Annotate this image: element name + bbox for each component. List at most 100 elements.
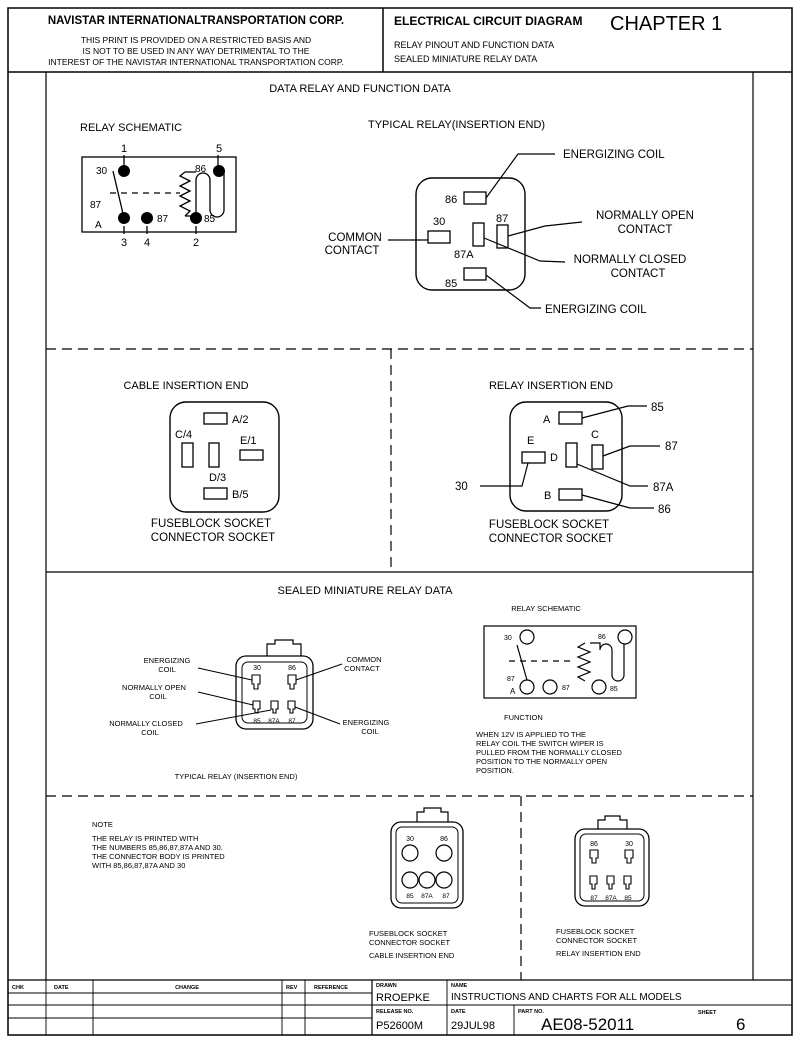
section1-title: DATA RELAY AND FUNCTION DATA xyxy=(269,83,451,95)
sealed-pin-30: 30 xyxy=(253,665,261,672)
callout-no-1: NORMALLY OPEN xyxy=(596,210,694,222)
sealed-schematic-label: RELAY SCHEMATIC xyxy=(511,604,581,613)
sealed-label-common-2: CONTACT xyxy=(344,664,380,673)
sealed-label-coil-2: COIL xyxy=(158,665,176,674)
function-text-3: PULLED FROM THE NORMALLY CLOSED xyxy=(476,748,622,757)
function-text-2: RELAY COIL THE SWITCH WIPER IS xyxy=(476,739,604,748)
tb-rev: REV xyxy=(286,985,298,991)
tb-chk: CHK xyxy=(12,985,24,991)
pin-30-label: 30 xyxy=(96,166,108,177)
pin-5-label: 5 xyxy=(216,143,222,155)
typical-relay-label: TYPICAL RELAY(INSERTION END) xyxy=(368,119,545,131)
tb-part-label: PART NO. xyxy=(518,1009,544,1015)
relay-term-87A: 87A xyxy=(653,482,674,494)
cable-caption-1: FUSEBLOCK SOCKET xyxy=(151,518,271,530)
relay-conn-pin-87A: 87A xyxy=(605,895,617,902)
cable-conn-caption-2: CONNECTOR SOCKET xyxy=(369,938,451,947)
cable-conn-pin-87A: 87A xyxy=(421,893,433,900)
relay-term-85: 85 xyxy=(651,402,664,414)
sealed-pin-87A: 87A xyxy=(268,718,280,725)
sealed-sch-A: A xyxy=(510,687,516,696)
typ-pin-87A: 87A xyxy=(454,249,474,261)
sealed-pin-86: 86 xyxy=(288,665,296,672)
tb-change: CHANGE xyxy=(175,985,199,991)
sealed-pin-87: 87 xyxy=(288,718,296,725)
relay-caption-2: CONNECTOR SOCKET xyxy=(489,533,613,545)
callout-no-2: CONTACT xyxy=(618,224,673,236)
relay-term-30: 30 xyxy=(455,481,468,493)
pin-A-label: A xyxy=(95,220,102,231)
cable-pin-b5: B/5 xyxy=(232,489,249,501)
cable-conn-pin-86: 86 xyxy=(440,836,448,843)
typ-pin-86: 86 xyxy=(445,194,457,206)
subtitle-2: SEALED MINIATURE RELAY DATA xyxy=(394,54,537,64)
title-block: CHK DATE CHANGE REV REFERENCE DRAWN RROE… xyxy=(8,979,792,1035)
relay-insertion-diagram: A C E D B 85 87 30 87A 86 xyxy=(455,401,678,516)
cable-conn-pin-30: 30 xyxy=(406,836,414,843)
corp-name: NAVISTAR INTERNATIONALTRANSPORTATION COR… xyxy=(48,15,344,27)
cable-insertion-diagram: A/2 C/4 E/1 D/3 B/5 xyxy=(169,401,280,513)
relay-conn-pin-87: 87 xyxy=(590,895,598,902)
note-text-2: THE NUMBERS 85,86,87,87A AND 30. xyxy=(92,843,223,852)
sealed-sch-30: 30 xyxy=(504,635,512,642)
sealed-label-no-2: COIL xyxy=(149,692,167,701)
subtitle-1: RELAY PINOUT AND FUNCTION DATA xyxy=(394,40,554,50)
tb-part-value: AE08-52011 xyxy=(541,1015,634,1034)
sealed-relay-schematic: 30 86 87 A 87 85 xyxy=(483,625,637,699)
sealed-sch-85: 85 xyxy=(610,686,618,693)
pin-87b-label: 87 xyxy=(157,214,169,225)
tb-release-label: RELEASE NO. xyxy=(376,1009,414,1015)
pin-4-label: 4 xyxy=(144,237,150,249)
sealed-label-coil-r-1: ENERGIZING xyxy=(343,718,390,727)
typ-pin-85: 85 xyxy=(445,278,457,290)
callout-nc-2: CONTACT xyxy=(611,268,666,280)
tb-date-value: 29JUL98 xyxy=(451,1020,495,1032)
sealed-pin-85: 85 xyxy=(253,718,261,725)
tb-sheet-label: SHEET xyxy=(698,1010,717,1016)
typ-pin-30: 30 xyxy=(433,216,445,228)
relay-conn-caption-3: RELAY INSERTION END xyxy=(556,949,641,958)
callout-energizing-coil-top: ENERGIZING COIL xyxy=(563,149,665,161)
relay-pin-e: E xyxy=(527,435,534,447)
pin-86-label: 86 xyxy=(195,164,207,175)
tb-date-label: DATE xyxy=(451,1009,466,1015)
note-label: NOTE xyxy=(92,820,113,829)
relay-pin-d: D xyxy=(550,452,558,464)
relay-term-86: 86 xyxy=(658,504,671,516)
function-text-5: POSITION. xyxy=(476,766,514,775)
section3-title: SEALED MINIATURE RELAY DATA xyxy=(277,585,453,597)
callout-energizing-coil-bottom: ENERGIZING COIL xyxy=(545,304,647,316)
note-text-1: THE RELAY IS PRINTED WITH xyxy=(92,834,198,843)
callout-common-2: CONTACT xyxy=(325,245,380,257)
cable-pin-c4: C/4 xyxy=(175,429,192,441)
relay-insertion-title: RELAY INSERTION END xyxy=(489,380,613,392)
relay-conn-caption-2: CONNECTOR SOCKET xyxy=(556,936,638,945)
pin-1-label: 1 xyxy=(121,143,127,155)
relay-pin-c: C xyxy=(591,429,599,441)
pin-87-label: 87 xyxy=(90,200,102,211)
tb-drawn-label: DRAWN xyxy=(376,983,397,989)
relay-schematic: 1 5 30 86 87 A 87 85 3 4 2 xyxy=(81,143,237,249)
notice-line-3: INTEREST OF THE NAVISTAR INTERNATIONAL T… xyxy=(48,57,344,67)
tb-release-value: P52600M xyxy=(376,1020,423,1032)
function-text-1: WHEN 12V IS APPLIED TO THE xyxy=(476,730,586,739)
relay-caption-1: FUSEBLOCK SOCKET xyxy=(489,519,609,531)
sealed-sch-86: 86 xyxy=(598,634,606,641)
tb-name-value: INSTRUCTIONS AND CHARTS FOR ALL MODELS xyxy=(451,992,682,1003)
tb-sheet-value: 6 xyxy=(736,1015,745,1034)
typ-pin-87: 87 xyxy=(496,213,508,225)
pin-3-label: 3 xyxy=(121,237,127,249)
relay-conn-caption-1: FUSEBLOCK SOCKET xyxy=(556,927,635,936)
relay-conn-pin-85: 85 xyxy=(624,895,632,902)
callout-common-1: COMMON xyxy=(328,232,382,244)
cable-pin-e1: E/1 xyxy=(240,435,257,447)
sealed-label-nc-1: NORMALLY CLOSED xyxy=(109,719,183,728)
cable-insertion-end-connector: 30 86 85 87A 87 xyxy=(390,807,464,909)
cable-conn-caption-1: FUSEBLOCK SOCKET xyxy=(369,929,448,938)
relay-insertion-end-connector: 86 30 87 87A 85 xyxy=(574,815,650,907)
cable-conn-caption-3: CABLE INSERTION END xyxy=(369,951,455,960)
diagram-type: ELECTRICAL CIRCUIT DIAGRAM xyxy=(394,14,582,28)
function-label: FUNCTION xyxy=(504,713,543,722)
